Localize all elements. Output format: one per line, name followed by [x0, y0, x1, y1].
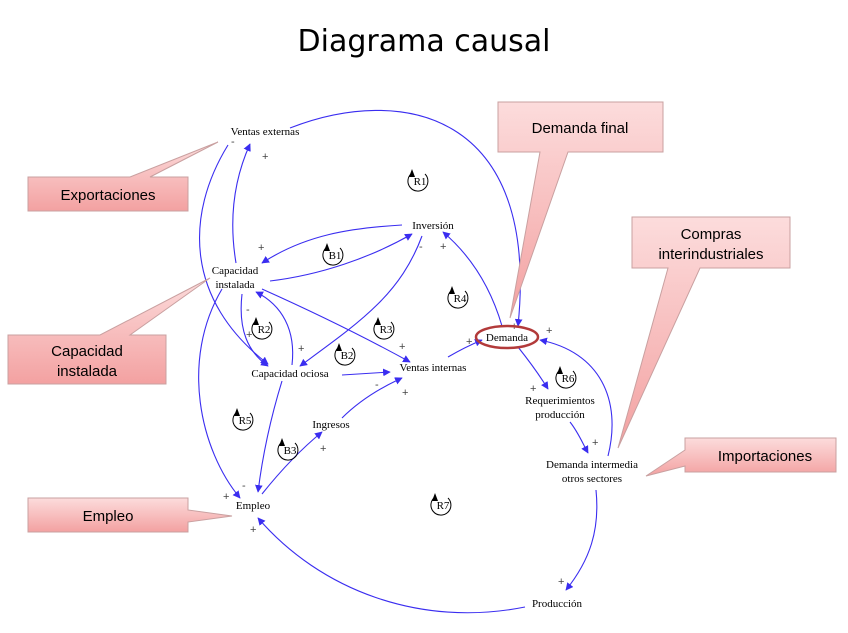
- loop-label-b1: B1: [329, 250, 342, 262]
- loop-label-r6: R6: [562, 373, 575, 385]
- diagram-title: Diagrama causal: [297, 24, 551, 59]
- loop-marker-r6: R6: [555, 366, 577, 389]
- link-demanda-intermedia-to-produccion: [565, 489, 598, 591]
- loop-marker-b2: B2: [334, 343, 356, 366]
- svg-text:+: +: [262, 151, 268, 163]
- svg-text:+: +: [592, 437, 598, 449]
- node-demanda-intermedia-line-2: otros sectores: [562, 473, 622, 485]
- loop-label-r1: R1: [414, 176, 427, 188]
- node-ventas-internas: Ventas internas: [400, 362, 467, 374]
- link-empleo-to-ingresos: [261, 431, 323, 495]
- callout-exportaciones-text: Exportaciones: [60, 187, 155, 204]
- loop-marker-r1: R1: [407, 169, 429, 192]
- link-ingresos-to-ventas-internas: [341, 377, 403, 419]
- loop-label-r5: R5: [239, 415, 252, 427]
- callout-importaciones-text: Importaciones: [718, 448, 812, 465]
- svg-text:+: +: [546, 325, 552, 337]
- node-empleo: Empleo: [236, 500, 271, 512]
- callout-capacidad-line-1: Capacidad: [51, 343, 123, 360]
- svg-text:+: +: [258, 242, 264, 254]
- callout-empleo: [27, 497, 233, 533]
- causal-links: [198, 109, 613, 614]
- loop-label-r7: R7: [437, 500, 450, 512]
- link-inversion-to-capacidad-ociosa: [299, 235, 423, 367]
- svg-text:+: +: [558, 576, 564, 588]
- callout-compras-line-2: interindustriales: [658, 246, 763, 263]
- link-inversion-to-capacidad: [261, 224, 403, 264]
- loop-marker-r3: R3: [373, 317, 395, 340]
- svg-text:+: +: [298, 343, 304, 355]
- node-ingresos: Ingresos: [312, 419, 349, 431]
- loop-marker-b1: B1: [322, 243, 344, 266]
- link-capacidad-ociosa-to-empleo: [255, 380, 283, 493]
- callout-capacidad-instalada: [7, 277, 211, 385]
- loop-marker-r4: R4: [447, 286, 469, 309]
- node-inversion: Inversión: [412, 220, 454, 232]
- link-demanda-to-inversion: [442, 231, 503, 327]
- callout-compras-interindustriales: [617, 216, 791, 449]
- callout-importaciones: [645, 437, 837, 477]
- loop-marker-r2: R2: [251, 317, 273, 340]
- link-capacidad-ociosa-to-ventas-internas: [341, 368, 391, 377]
- link-ventas-externas-to-capacidad-ociosa: [198, 144, 269, 365]
- callout-demanda-final: [497, 101, 664, 319]
- link-capacidad-to-capacidad-ociosa: [240, 293, 269, 367]
- demanda-highlight-ellipse: [474, 324, 540, 350]
- loop-marker-b3: B3: [277, 438, 299, 461]
- svg-text:-: -: [231, 136, 235, 148]
- link-polarities: - + + + - - + + + + + - + + - + + + + + …: [223, 136, 598, 588]
- link-capacidad-to-empleo: [198, 288, 241, 499]
- node-ventas-externas: Ventas externas: [231, 126, 300, 138]
- callout-demanda-final-text: Demanda final: [532, 120, 629, 137]
- link-requerimientos-to-demanda-intermedia: [569, 421, 589, 454]
- variable-nodes: Ventas externas Inversión Capacidad inst…: [212, 126, 638, 610]
- callout-capacidad-line-2: instalada: [57, 363, 118, 380]
- svg-text:+: +: [246, 329, 252, 341]
- svg-text:+: +: [250, 524, 256, 536]
- link-demanda-intermedia-to-demanda: [539, 337, 613, 457]
- node-capacidad-instalada-line-2: instalada: [215, 279, 254, 291]
- callout-exportaciones: [27, 141, 219, 212]
- loop-label-b2: B2: [341, 350, 354, 362]
- svg-text:-: -: [419, 241, 423, 253]
- svg-text:-: -: [375, 379, 379, 391]
- svg-text:-: -: [246, 304, 250, 316]
- svg-text:+: +: [223, 491, 229, 503]
- link-produccion-to-empleo: [257, 517, 526, 614]
- link-capacidad-to-ventas-internas: [261, 288, 411, 363]
- callout-empleo-text: Empleo: [83, 508, 134, 525]
- node-requerimientos-line-2: producción: [535, 409, 585, 421]
- loop-marker-r5: R5: [232, 408, 254, 431]
- node-produccion: Producción: [532, 598, 583, 610]
- loop-label-b3: B3: [284, 445, 297, 457]
- loop-label-r3: R3: [380, 324, 393, 336]
- node-capacidad-ociosa: Capacidad ociosa: [251, 368, 328, 380]
- node-requerimientos-line-1: Requerimientos: [525, 395, 595, 407]
- svg-text:-: -: [242, 480, 246, 492]
- link-capacidad-to-ventas-externas: [232, 143, 251, 264]
- svg-text:+: +: [320, 443, 326, 455]
- loop-label-r4: R4: [454, 293, 467, 305]
- link-demanda-to-requerimientos: [517, 346, 549, 390]
- svg-text:+: +: [440, 241, 446, 253]
- svg-text:+: +: [402, 387, 408, 399]
- link-capacidad-ociosa-to-capacidad: [255, 291, 294, 366]
- node-demanda: Demanda: [486, 332, 528, 344]
- svg-text:+: +: [466, 336, 472, 348]
- node-capacidad-instalada-line-1: Capacidad: [212, 265, 259, 277]
- svg-text:+: +: [530, 383, 536, 395]
- loop-label-r2: R2: [258, 324, 271, 336]
- link-ventas-internas-to-demanda: [447, 339, 483, 358]
- node-demanda-intermedia-line-1: Demanda intermedia: [546, 459, 638, 471]
- callout-compras-line-1: Compras: [681, 226, 742, 243]
- callouts: Demanda final Exportaciones Compras inte…: [7, 101, 837, 533]
- link-ventas-externas-to-demanda: [289, 109, 523, 327]
- link-capacidad-to-inversion: [269, 233, 413, 282]
- loop-marker-r7: R7: [430, 493, 452, 516]
- svg-text:+: +: [399, 341, 405, 353]
